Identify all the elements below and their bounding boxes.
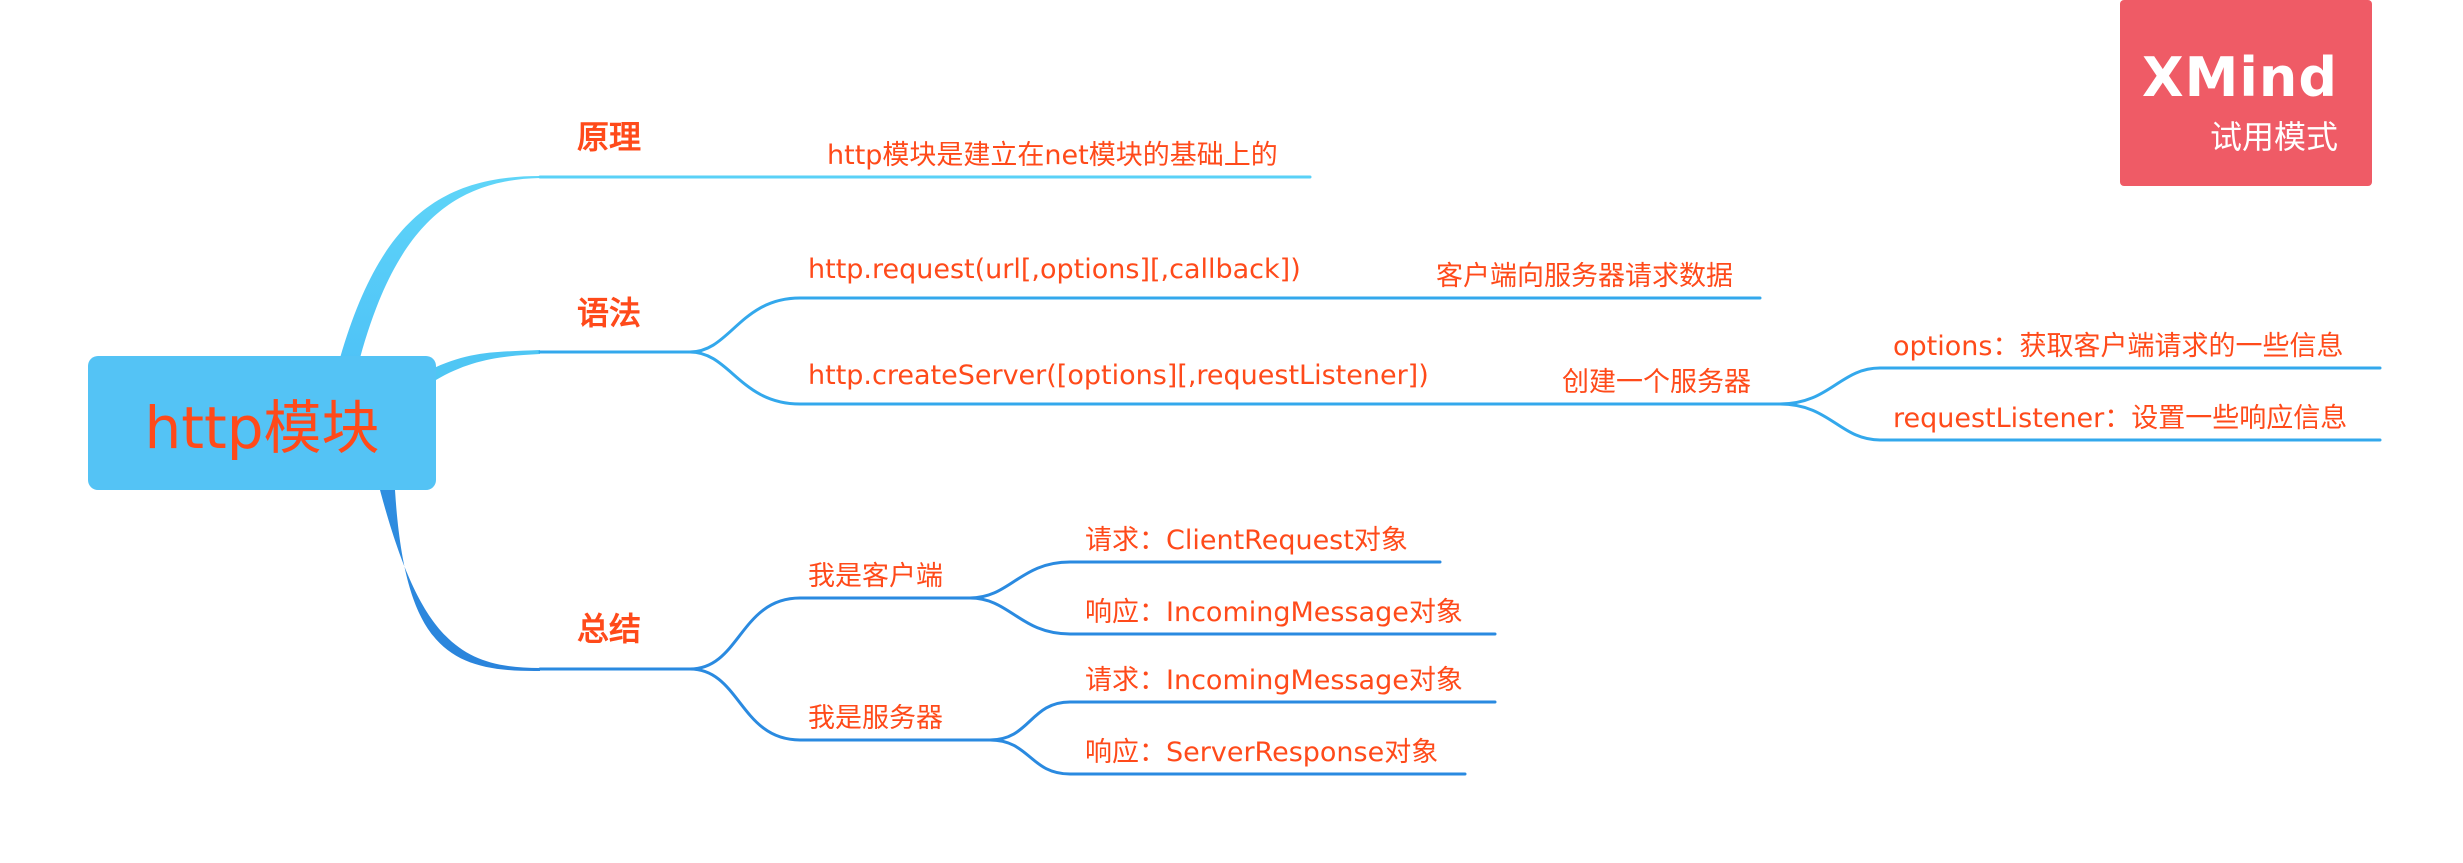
- topic-server-response[interactable]: 响应：ServerResponse对象: [1085, 737, 1439, 768]
- topic-http-createserver-note[interactable]: 创建一个服务器: [1562, 367, 1751, 398]
- topic-client[interactable]: 我是客户端: [808, 561, 943, 592]
- watermark-title: XMind: [2142, 46, 2338, 109]
- topic-client-request[interactable]: 请求：ClientRequest对象: [1085, 525, 1408, 556]
- line-create-opt: [1778, 366, 2382, 406]
- line-client-res: [968, 596, 1497, 636]
- watermark-subtitle: 试用模式: [2209, 118, 2338, 156]
- topic-summary[interactable]: 总结: [577, 610, 642, 648]
- line-create-req: [1778, 402, 2382, 442]
- link-principle: [340, 176, 540, 358]
- topic-param-options[interactable]: options：获取客户端请求的一些信息: [1893, 331, 2344, 362]
- link-syntax: [430, 350, 540, 380]
- topic-param-requestlistener[interactable]: requestListener：设置一些响应信息: [1893, 403, 2348, 434]
- topic-server-request[interactable]: 请求：IncomingMessage对象: [1085, 665, 1463, 696]
- link-summary: [380, 490, 540, 672]
- topic-http-request[interactable]: http.request(url[,options][,callback]): [808, 254, 1301, 285]
- line-server: [688, 667, 992, 742]
- topic-http-request-note[interactable]: 客户端向服务器请求数据: [1436, 261, 1733, 292]
- topic-principle[interactable]: 原理: [577, 118, 642, 156]
- xmind-trial-watermark: XMind 试用模式: [2120, 0, 2372, 186]
- topic-principle-detail[interactable]: http模块是建立在net模块的基础上的: [827, 140, 1278, 171]
- line-syntax-create: [688, 350, 1782, 406]
- line-client-req: [968, 560, 1442, 600]
- topic-client-response[interactable]: 响应：IncomingMessage对象: [1085, 597, 1463, 628]
- root-topic-label: http模块: [144, 394, 380, 462]
- topic-syntax[interactable]: 语法: [577, 294, 642, 332]
- line-client: [688, 596, 972, 671]
- line-syntax-request: [688, 296, 1762, 354]
- line-server-res: [988, 738, 1467, 776]
- topic-server[interactable]: 我是服务器: [808, 703, 943, 734]
- topic-http-createserver[interactable]: http.createServer([options][,requestList…: [808, 360, 1429, 391]
- root-topic[interactable]: http模块: [88, 356, 436, 490]
- line-server-req: [988, 700, 1497, 742]
